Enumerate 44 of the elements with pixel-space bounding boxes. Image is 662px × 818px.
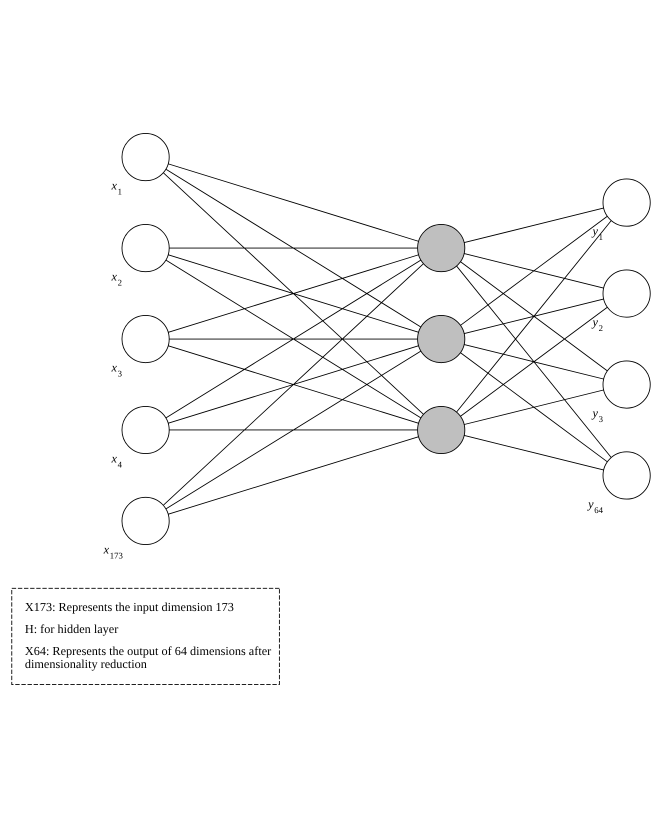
node-label: x$_{4}$ [111, 452, 122, 470]
connector [464, 390, 604, 425]
connector [168, 345, 419, 424]
node-circle [602, 178, 651, 227]
node-circle [417, 406, 466, 454]
connector [168, 338, 418, 340]
node-label: x$_{1}$ [111, 178, 122, 197]
node-circle [602, 360, 651, 409]
node-box: X173: Represents the input dimension 173 H: for hidden layer X64: Represents the output of 64 dimensions after dimensionality reduction [11, 588, 280, 685]
node-circle [417, 224, 466, 272]
node-circle [417, 314, 466, 364]
node-circle [122, 496, 170, 545]
node-circle [602, 451, 651, 500]
connector [166, 350, 422, 510]
connector [460, 216, 608, 326]
connector [464, 298, 604, 334]
node-label: y$_{2}$ [592, 315, 604, 334]
connector [168, 436, 419, 515]
connector [168, 254, 419, 333]
connector [464, 435, 604, 470]
node-circle [122, 314, 170, 364]
connector [163, 172, 424, 415]
node-circle [122, 406, 170, 454]
connector [163, 264, 424, 506]
node-label: y$_{64}$ [588, 497, 603, 516]
node-label: x$_{173}$ [104, 542, 123, 560]
connector [166, 260, 422, 418]
connector [456, 220, 612, 412]
connector [464, 208, 604, 244]
connector [460, 306, 608, 417]
connector [460, 352, 608, 462]
connector [464, 344, 604, 380]
connector [464, 253, 604, 288]
node-label: x$_{3}$ [111, 360, 122, 379]
connector [456, 266, 612, 458]
connector [168, 163, 419, 242]
node-circle [602, 270, 651, 318]
node-label: y$_{3}$ [592, 406, 604, 424]
node-circle [122, 133, 170, 182]
connector [166, 168, 422, 328]
connector [460, 261, 608, 372]
node-label: y$_{1}$ [592, 224, 604, 242]
node-circle [122, 224, 170, 272]
node-label: x$_{2}$ [111, 270, 122, 288]
